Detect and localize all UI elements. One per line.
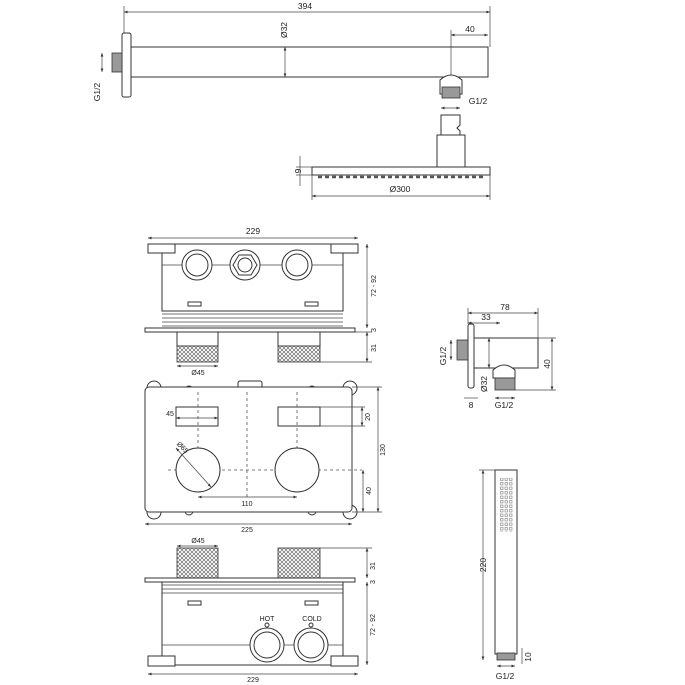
- shower-arm-view: 394 G1/2 Ø32 40 G1/2 9 Ø300: [92, 1, 491, 200]
- shower-head: [311, 166, 491, 176]
- handle-height-label: 31: [371, 344, 378, 352]
- valve-top-view: 229 Ø45 72 - 92 3 31: [144, 226, 378, 377]
- arm-length-label: 394: [298, 1, 312, 11]
- handle-diameter-label: Ø45: [191, 538, 204, 545]
- outlet-thread-label: G1/2: [469, 96, 488, 106]
- spray-nozzles: [499, 478, 513, 532]
- plate-label: 3: [371, 328, 378, 332]
- handle-knurl: [277, 345, 321, 363]
- outlet-height-label: 40: [542, 359, 552, 369]
- handle-knurl: [176, 345, 219, 363]
- thread-height-label: 10: [523, 652, 533, 662]
- wall-thread-label: G1/2: [92, 83, 102, 102]
- hand-shower-view: 220 10 G1/2: [478, 469, 533, 681]
- head-connector: [436, 134, 466, 168]
- hand-shower-length-label: 220: [478, 558, 488, 572]
- wall-outlet-view: 78 33 G1/2 Ø32 40 8 G1/2: [438, 302, 556, 410]
- handle-height-label: 31: [370, 562, 377, 570]
- front-width-label: 225: [241, 527, 253, 534]
- flange-label: 8: [469, 400, 474, 410]
- cold-label: COLD: [302, 616, 321, 623]
- outlet-thread: [441, 86, 461, 99]
- arm-tube: [130, 46, 489, 78]
- head-diameter-label: Ø300: [390, 184, 411, 194]
- valve-bottom-view: Ø45 HOT COLD 229 31 3 72 - 92: [144, 538, 377, 684]
- height-label: 130: [380, 444, 387, 456]
- knob-spacing-label: 110: [241, 501, 252, 508]
- slot-width-label: 45: [166, 411, 174, 418]
- outlet-thread-label: G1/2: [495, 400, 514, 410]
- hot-label: HOT: [260, 616, 276, 623]
- wall-flange: [121, 32, 132, 98]
- hand-shower-thread-label: G1/2: [496, 671, 515, 681]
- slot-height-label: 20: [365, 413, 372, 421]
- head-thickness-label: 9: [293, 168, 303, 173]
- wall-thread: [111, 52, 123, 73]
- head-swivel: [440, 114, 461, 136]
- valve-width-label: 229: [246, 226, 260, 236]
- outlet-length-label: 78: [500, 302, 510, 312]
- handle-diameter-label: Ø45: [191, 370, 204, 377]
- bottom-width-label: 229: [247, 677, 259, 684]
- outlet-diameter-label: Ø32: [479, 376, 489, 392]
- outlet-position-label: 33: [481, 312, 491, 322]
- outlet-offset-label: 40: [465, 24, 475, 34]
- depth-label: 72 - 92: [371, 275, 378, 297]
- plate-label: 3: [370, 580, 377, 584]
- knob-offset-label: 40: [366, 487, 373, 495]
- valve-front-view: Ø65 45 20 110 130 40 225: [144, 380, 387, 534]
- arm-diameter-label: Ø32: [279, 22, 289, 38]
- wall-thread-label: G1/2: [438, 347, 448, 366]
- depth-label: 72 - 92: [370, 614, 377, 636]
